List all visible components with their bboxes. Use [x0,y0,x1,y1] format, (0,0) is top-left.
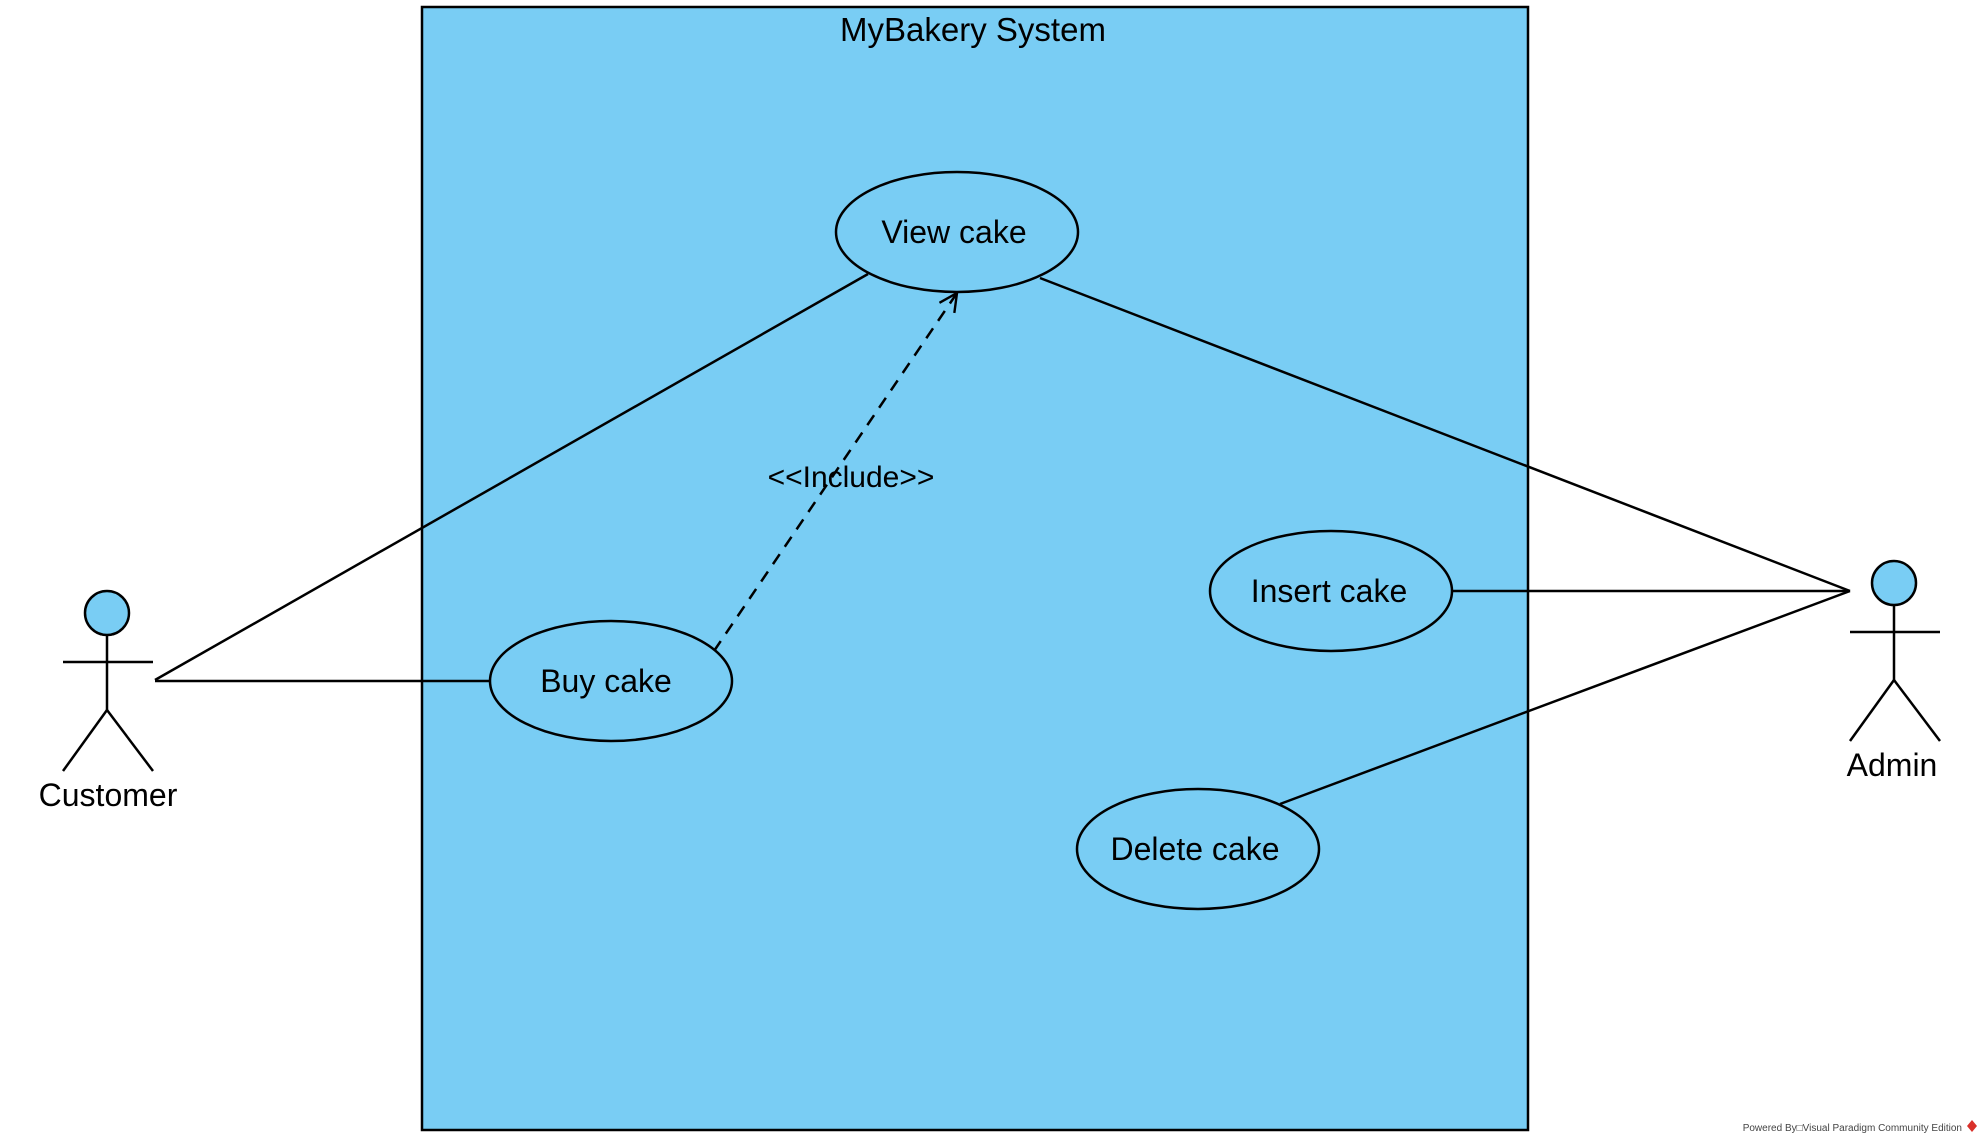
include-arrow [712,293,957,652]
actor-customer-right-leg [106,709,154,772]
use-case-delete-cake-ellipse [1075,787,1321,911]
use-case-insert-cake: Insert cake [1208,529,1454,653]
use-case-insert-cake-label: Insert cake [1251,573,1408,609]
actor-admin: Admin [1847,559,1941,783]
use-case-buy-cake: Buy cake [488,619,734,743]
use-case-view-cake: View cake [834,170,1080,294]
actor-admin-right-leg [1893,679,1941,742]
use-case-buy-cake-ellipse [488,619,734,743]
use-case-delete-cake: Delete cake [1075,787,1321,911]
actor-customer: Customer [39,589,178,813]
actor-customer-head [83,589,131,637]
association-admin-view-cake [1039,276,1851,593]
association-admin-delete-cake [1279,589,1851,806]
actor-admin-left-leg [1848,679,1896,742]
visual-paradigm-logo-icon [1967,1120,1977,1132]
footer-text: Powered By□Visual Paradigm Community Edi… [1743,1123,1962,1134]
actor-customer-left-leg [61,709,109,772]
association-customer-view-cake [154,272,869,682]
associations [154,272,1851,806]
include-relationship: <<Include>> [712,293,957,652]
actor-customer-label: Customer [39,777,178,813]
use-case-buy-cake-label: Buy cake [540,663,672,699]
system-title: MyBakery System [840,11,1106,48]
include-label: <<Include>> [768,461,935,494]
actor-admin-head [1870,559,1918,607]
use-case-view-cake-label: View cake [881,214,1026,250]
use-case-view-cake-ellipse [834,170,1080,294]
use-case-insert-cake-ellipse [1208,529,1454,653]
use-case-delete-cake-label: Delete cake [1111,831,1280,867]
actor-admin-label: Admin [1847,747,1938,783]
footer-watermark: Powered By□Visual Paradigm Community Edi… [1743,1120,1977,1134]
